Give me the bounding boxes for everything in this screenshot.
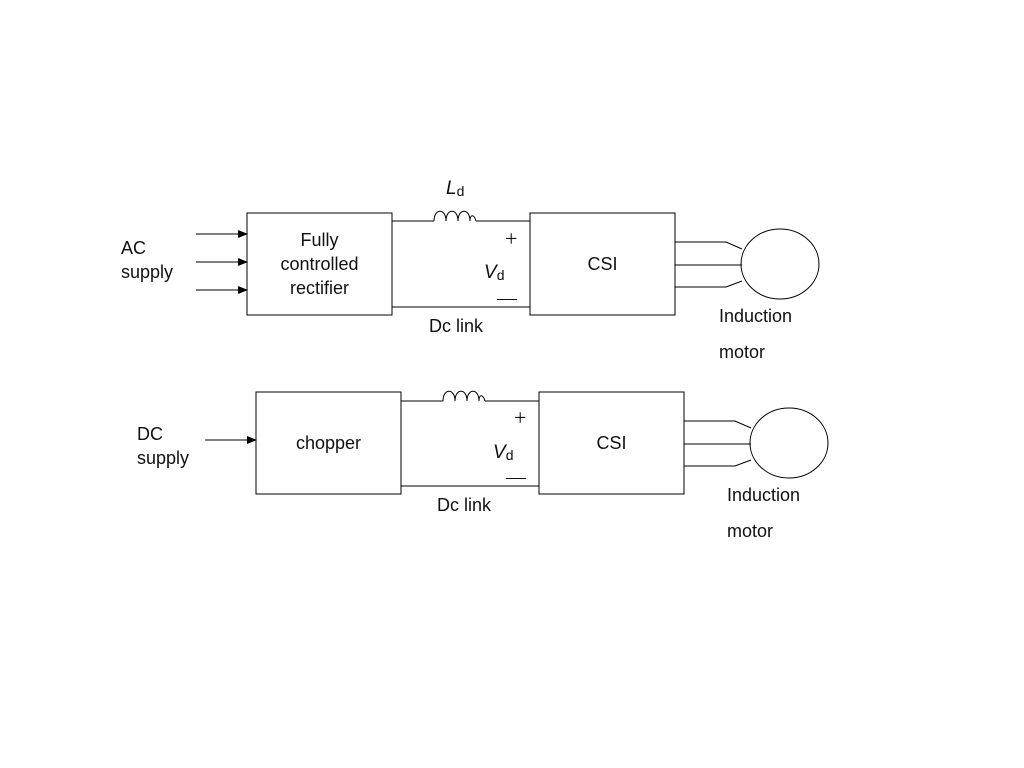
chopper-box <box>255 391 402 495</box>
dc-supply-label-line2: supply <box>137 448 190 468</box>
chopper-label: chopper <box>295 433 362 453</box>
top-voltage-label: Vd <box>484 262 504 284</box>
bottom-motor-circle <box>749 407 829 479</box>
bottom-motor-label-line1: Induction <box>727 485 801 505</box>
top-dc-link-label: Dc link <box>429 316 484 336</box>
top-motor-line-3 <box>675 280 743 288</box>
bottom-plus-sign: + <box>514 405 527 430</box>
top-plus-sign: + <box>505 226 518 251</box>
dc-supply-label-line1: DC <box>137 424 163 444</box>
rectifier-box <box>246 212 393 316</box>
bottom-voltage-symbol: V <box>493 442 506 463</box>
top-minus-sign: — <box>497 287 517 309</box>
inductor-coil <box>433 210 477 222</box>
top-voltage-symbol: V <box>484 262 497 283</box>
top-motor-circle <box>740 228 820 300</box>
bottom-minus-sign: — <box>506 466 526 488</box>
top-csi-label: CSI <box>587 254 618 274</box>
bottom-diagram <box>205 390 829 495</box>
bottom-voltage-subscript: d <box>505 447 514 463</box>
bottom-csi-box <box>538 391 685 495</box>
top-diagram <box>196 210 820 316</box>
top-voltage-subscript: d <box>496 267 505 283</box>
bottom-voltage-label: Vd <box>493 442 513 464</box>
bottom-csi-label: CSI <box>596 433 627 453</box>
rectifier-label: Fully controlled rectifier <box>247 213 392 315</box>
inductor-subscript: d <box>456 183 465 199</box>
top-motor-label-line1: Induction <box>719 306 793 326</box>
bottom-motor-line-1 <box>684 420 752 429</box>
bottom-inductor-coil <box>442 390 486 402</box>
rectifier-label-line3: rectifier <box>289 278 349 298</box>
ac-supply-label-line1: AC <box>121 238 147 258</box>
inductor-symbol: L <box>446 178 457 199</box>
top-csi-box <box>529 212 676 316</box>
top-motor-label-line2: motor <box>719 342 766 362</box>
ac-supply-label-line2: supply <box>121 262 174 282</box>
bottom-motor-line-3 <box>684 459 752 467</box>
bottom-dc-link-label: Dc link <box>437 495 492 515</box>
bottom-motor-label-line2: motor <box>727 521 774 541</box>
inductor-label: Ld <box>446 178 464 200</box>
ac-supply-label: AC supply <box>121 236 173 284</box>
rectifier-label-line1: Fully <box>300 230 339 250</box>
top-motor-line-1 <box>675 241 743 250</box>
dc-supply-label: DC supply <box>137 422 189 470</box>
rectifier-label-line2: controlled <box>280 254 359 274</box>
